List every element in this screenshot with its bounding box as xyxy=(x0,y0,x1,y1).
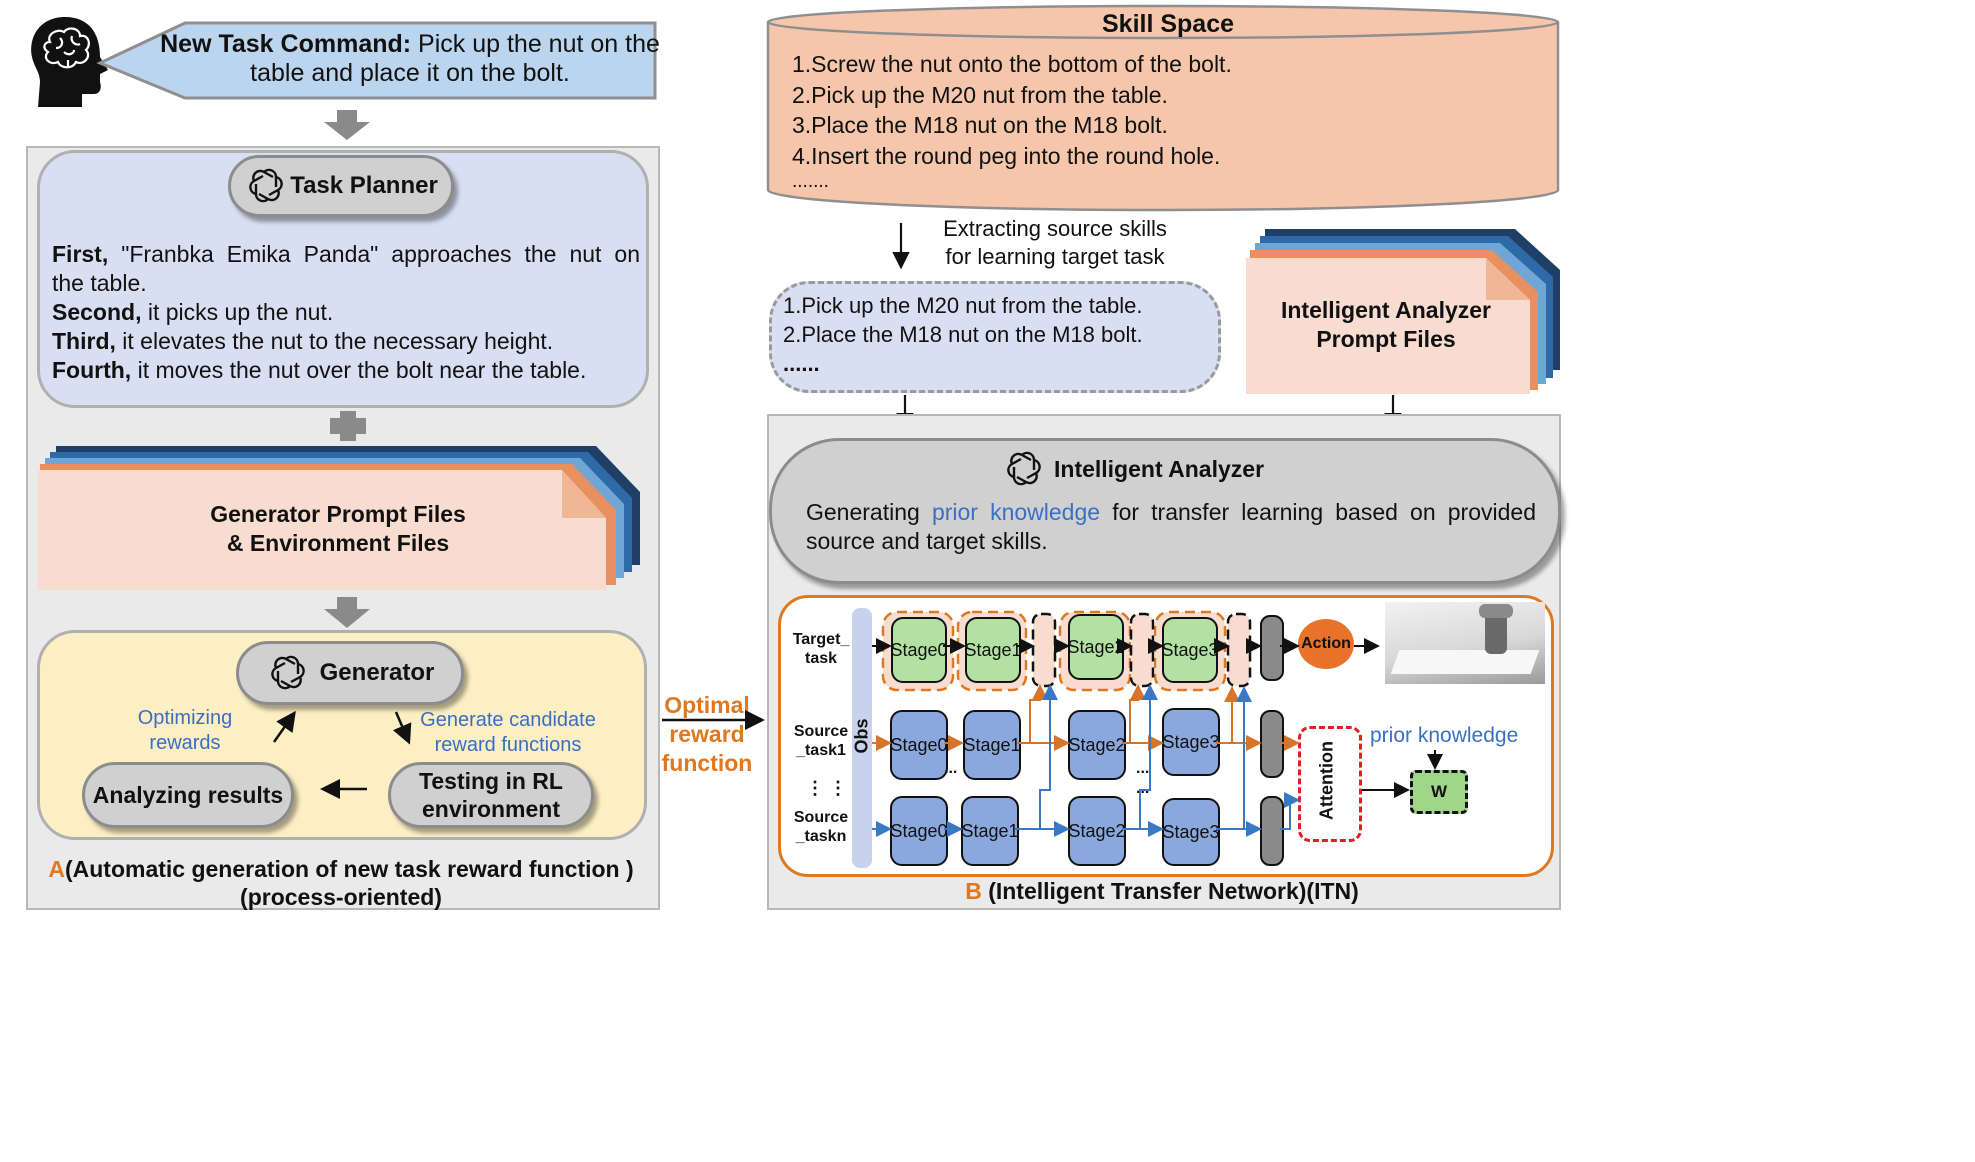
sourcen-output xyxy=(1260,796,1284,866)
command-text: New Task Command: Pick up the nut on the… xyxy=(160,30,660,87)
step-2: Second, it picks up the nut. xyxy=(52,299,334,325)
intelligent-analyzer-title: Intelligent Analyzer xyxy=(1002,447,1302,491)
caption-b: B (Intelligent Transfer Network)(ITN) xyxy=(965,878,1359,904)
sourcen-stage-0: Stage0 xyxy=(890,796,948,866)
robot-scene-image xyxy=(1385,602,1545,684)
caption-a: A(Automatic generation of new task rewar… xyxy=(48,856,634,910)
w-node: W xyxy=(1410,770,1468,814)
openai-logo-icon xyxy=(270,655,305,690)
generator-pill: Generator xyxy=(236,641,464,705)
sourcen-stage-1: Stage1 xyxy=(961,796,1019,866)
row-dots: ⋮ ⋮ xyxy=(806,778,848,798)
sourcen-stage-3: Stage3 xyxy=(1162,798,1220,866)
row-label-source1: Source_task1 xyxy=(793,723,849,759)
task-planner-steps: First, "Franbka Emika Panda" approaches … xyxy=(52,240,640,385)
step-4: Fourth, it moves the nut over the bolt n… xyxy=(52,357,587,383)
skill-item: 4.Insert the round peg into the round ho… xyxy=(792,142,1221,169)
skill-item: 3.Place the M18 nut on the M18 bolt. xyxy=(792,112,1168,138)
step-3: Third, it elevates the nut to the necess… xyxy=(52,328,554,354)
source1-stage-2: Stage2 xyxy=(1068,710,1126,780)
task-planner-pill: Task Planner xyxy=(228,155,454,217)
skill-space-list: 1.Screw the nut onto the bottom of the b… xyxy=(792,49,1512,193)
analyzing-results-pill: Analyzing results xyxy=(82,762,294,828)
skill-item: 2.Pick up the M20 nut from the table. xyxy=(792,81,1168,108)
generator-files-label: Generator Prompt Files & Environment Fil… xyxy=(210,501,466,556)
dots-1: ... xyxy=(944,760,958,777)
obs-bar xyxy=(852,608,872,868)
step-1: First, "Franbka Emika Panda" approaches … xyxy=(52,241,640,267)
openai-logo-icon xyxy=(1007,451,1041,486)
source-skills-list: 1.Pick up the M20 nut from the table. 2.… xyxy=(783,293,1143,376)
skill-item: 1.Screw the nut onto the bottom of the b… xyxy=(792,51,1232,77)
row-label-target: Target_task xyxy=(792,631,850,667)
target-stage-1: Stage1 xyxy=(964,617,1022,683)
source1-stage-1: Stage1 xyxy=(963,710,1021,780)
action-node: Action xyxy=(1298,619,1354,669)
sourcen-stage-2: Stage2 xyxy=(1068,796,1126,866)
row-label-sourcen: Source_taskn xyxy=(793,809,849,845)
target-output xyxy=(1260,615,1284,681)
dots-3: ... xyxy=(1136,780,1150,797)
step-1b: the table. xyxy=(52,270,147,296)
source1-stage-0: Stage0 xyxy=(890,710,948,780)
openai-logo-icon xyxy=(249,168,283,203)
prior-knowledge-label: prior knowledge xyxy=(1370,724,1519,747)
source1-output xyxy=(1260,710,1284,778)
skill-item: ....... xyxy=(792,171,829,192)
target-stage-0: Stage0 xyxy=(890,617,948,683)
target-stage-2: Stage2 xyxy=(1067,614,1125,680)
source1-stage-3: Stage3 xyxy=(1162,708,1220,776)
target-stage-3: Stage3 xyxy=(1161,617,1219,683)
attention-label: Attention xyxy=(1316,741,1337,820)
intelligent-analyzer-box xyxy=(769,438,1561,584)
dots-2: ... xyxy=(1136,760,1150,777)
intelligent-analyzer-text: Generating prior knowledge for transfer … xyxy=(806,499,1536,554)
source-skills-box xyxy=(769,281,1221,393)
brain-head-icon xyxy=(31,17,109,107)
skill-space-title: Skill Space xyxy=(1101,10,1235,38)
attention-box xyxy=(1298,726,1362,842)
